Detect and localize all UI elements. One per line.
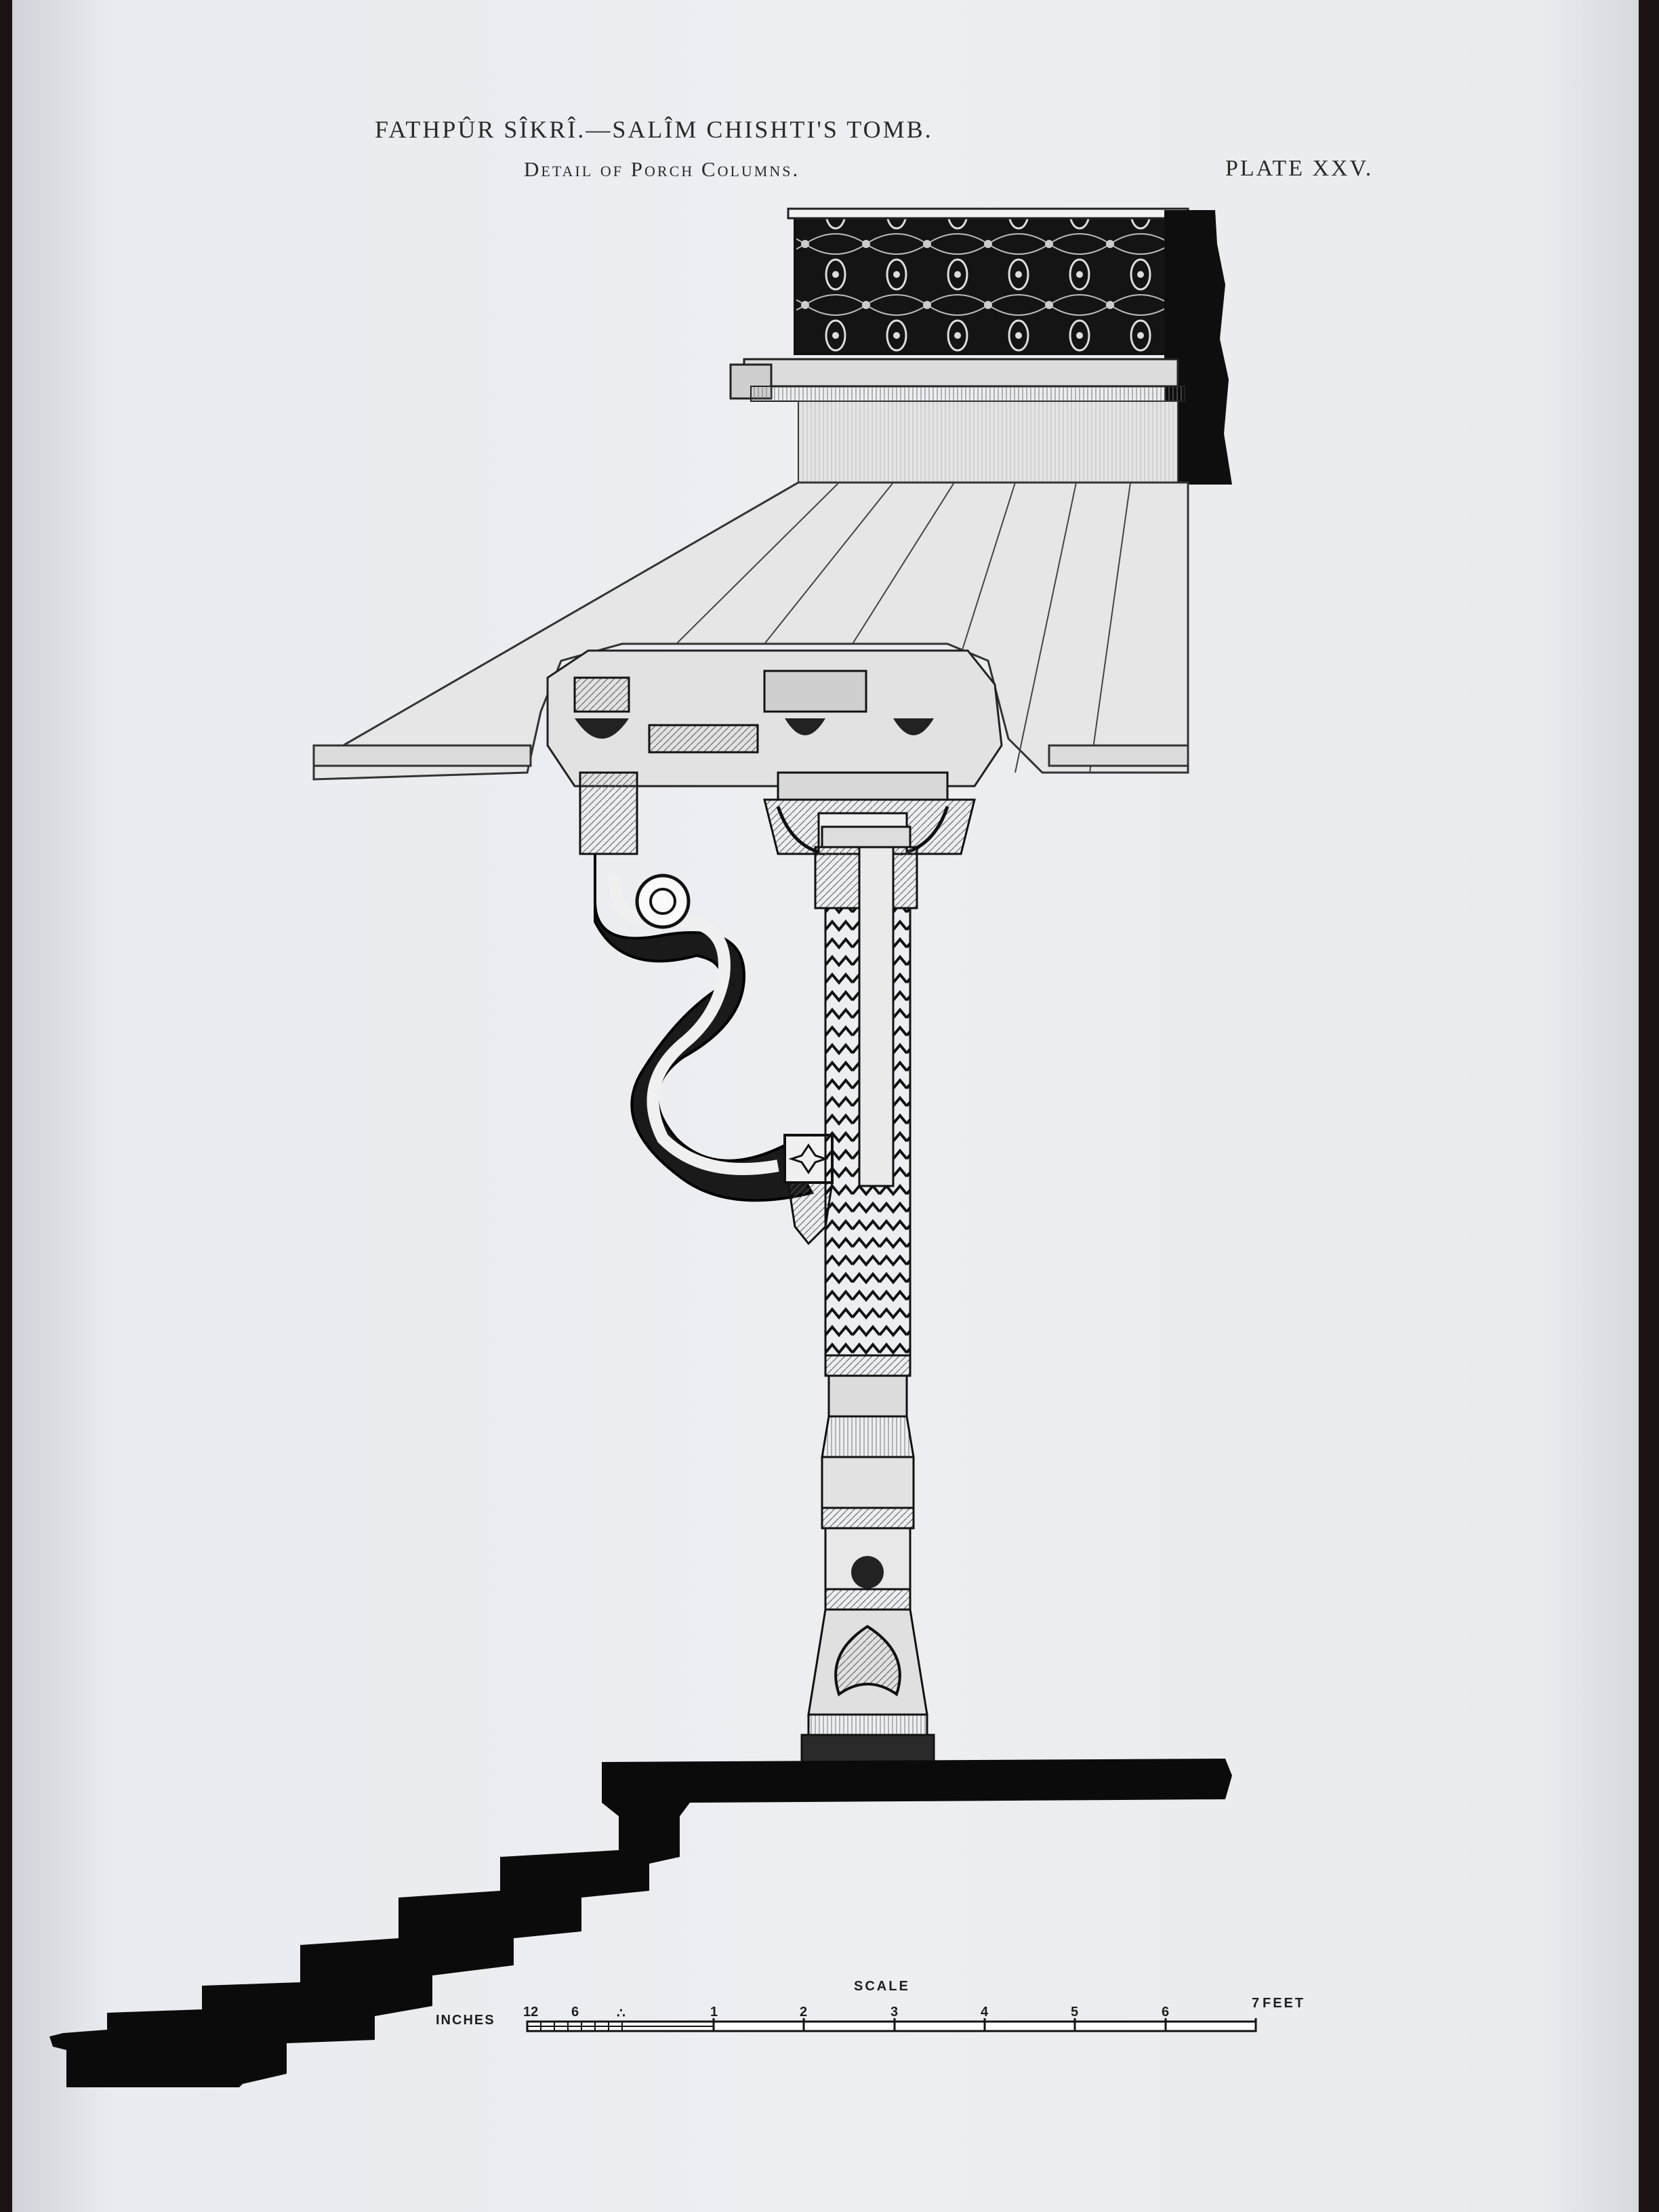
plinth-steps — [49, 1759, 1232, 2087]
scale-tick: 1 — [710, 2005, 718, 2020]
scale-tick: 7 — [1252, 1996, 1260, 2011]
scale-feet-label: FEET — [1263, 1996, 1306, 2011]
scale-tick: 12 — [523, 2005, 539, 2020]
scale-tick: 5 — [1071, 2005, 1079, 2020]
scale-tick: 2 — [800, 2005, 808, 2020]
scale-tick: 3 — [890, 2005, 899, 2020]
plate-page: FATHPÛR SÎKRÎ.—SALÎM CHISHTI'S TOMB. Det… — [12, 0, 1639, 2212]
column-drawing — [49, 207, 1257, 2087]
plate-subtitle: Detail of Porch Columns. — [524, 157, 800, 181]
scale-tick: 6 — [1162, 2005, 1170, 2020]
scale-tick: 4 — [981, 2005, 989, 2020]
roof-slab — [312, 481, 1189, 781]
serpentine-bracket — [579, 771, 834, 1246]
scale-inches-label: INCHES — [436, 2013, 495, 2028]
scale-tick: ∴ — [617, 2006, 626, 2021]
plate-number: PLATE XXV. — [1225, 156, 1374, 181]
scale-tick: 6 — [571, 2005, 579, 2020]
scale-bar — [526, 2018, 1257, 2032]
column-shaft — [800, 825, 935, 1763]
parapet — [729, 207, 1232, 485]
scale-title: SCALE — [854, 1979, 910, 1994]
plate-title: FATHPÛR SÎKRÎ.—SALÎM CHISHTI'S TOMB. — [375, 116, 933, 143]
